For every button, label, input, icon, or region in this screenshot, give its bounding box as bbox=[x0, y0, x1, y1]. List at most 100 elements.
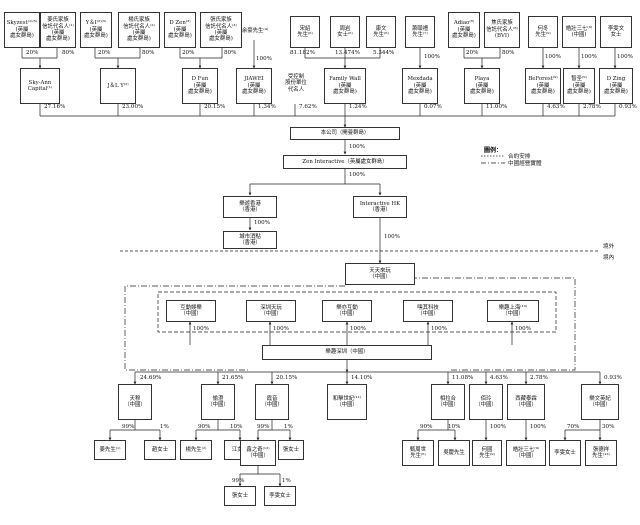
pct-label: 90% bbox=[198, 424, 211, 430]
legend-contractual: 合約安排 bbox=[508, 154, 531, 160]
person-zhang-m: 張德祥 先生⁽¹³⁾ bbox=[585, 440, 617, 466]
entity-jly: J＆L Y⁽²⁾ bbox=[100, 68, 136, 104]
entity-mexdada: Mexdada (英屬 處女群島) bbox=[402, 68, 438, 104]
pct-label: 99% bbox=[257, 424, 270, 430]
entity-jiawei: JIAWEI (英屬 處女群島) bbox=[236, 68, 272, 104]
pct-label: 100% bbox=[530, 424, 546, 430]
pct-label: 99% bbox=[232, 478, 245, 484]
pct-label: 10% bbox=[448, 424, 461, 430]
entity-hao-zhuang: 皓壯三七⁽⁹⁾ (中國) bbox=[562, 16, 596, 48]
pct-label: 20% bbox=[466, 50, 479, 56]
entity-opco-yucheng: 愉澄 （中國） bbox=[201, 384, 235, 420]
pct-label: 2.78% bbox=[530, 375, 548, 381]
pct-label: 14.10% bbox=[351, 375, 373, 381]
pct-label: 100% bbox=[254, 220, 270, 226]
entity-sky-ann: Sky-Ann Capital⁽¹⁾ bbox=[20, 68, 60, 104]
pct-label: 100% bbox=[515, 326, 531, 332]
pct-label: 20.15% bbox=[204, 104, 226, 110]
onshore-label: 境內 bbox=[603, 255, 615, 261]
person-he-dong: 何冬 先生⁽⁹⁾ bbox=[528, 16, 558, 48]
pct-label: 100% bbox=[349, 144, 365, 150]
person-song-shao: 宋紹 先生⁽⁶⁾ bbox=[290, 16, 320, 48]
person-he: 何國 先生⁽⁹⁾ bbox=[472, 440, 502, 466]
person-li-m: 吳慶先生 bbox=[438, 440, 470, 466]
pct-label: 10% bbox=[230, 424, 243, 430]
entity-zhang-trust: 張氏家族 信託代名人⁽³⁾ (英屬 處女群島) bbox=[200, 12, 242, 48]
pct-label: 1.24% bbox=[349, 104, 367, 110]
person-jiang: 姜先生⁽¹⁾ bbox=[94, 440, 126, 460]
entity-wfoe: 天天來玩 （中國） bbox=[345, 263, 415, 285]
pct-label: 70% bbox=[567, 424, 580, 430]
pct-label: 20% bbox=[98, 50, 111, 56]
entity-haozhuang: 皓壯三七⁽⁹⁾ （中國） bbox=[506, 440, 546, 466]
pct-label: 80% bbox=[62, 50, 75, 56]
pct-label: 0.93% bbox=[619, 104, 637, 110]
entity-opco-xiangrong: 相拉合 （中國） bbox=[431, 384, 465, 420]
pct-label: 100% bbox=[349, 172, 365, 178]
pct-label: 100% bbox=[617, 54, 633, 60]
legend-equity: 中國經營實體 bbox=[508, 161, 542, 167]
entity-yang-trust: 楊氏家族 信託代名人⁽²⁾ (英屬 處女群島) bbox=[118, 12, 160, 48]
person-kang-wen: 康文 先生⁽⁶⁾ bbox=[366, 16, 396, 48]
pct-label: 100% bbox=[256, 56, 272, 62]
entity-shenzhen-hub: 樂趣深圳（中國） bbox=[262, 345, 432, 360]
person-zhou-dong: 周岩 女士⁽⁶⁾ bbox=[330, 16, 360, 48]
pct-label: 81.182% bbox=[290, 50, 315, 56]
pct-label: 30% bbox=[602, 424, 615, 430]
entity-playa: Playa (英屬 處女群島) bbox=[464, 68, 500, 104]
pct-label: 13.474% bbox=[335, 50, 360, 56]
pct-label: 100% bbox=[490, 424, 506, 430]
pct-label: 4.63% bbox=[490, 375, 508, 381]
entity-opco-shengwen: 樂文英紀 （中國） bbox=[581, 384, 619, 420]
person-li-f2: 李雯女士 bbox=[264, 486, 296, 506]
entity-opco-kaizhi: 和擊世紀⁽¹¹⁾ （中國） bbox=[327, 384, 367, 420]
pct-label: 27.16% bbox=[44, 104, 66, 110]
entity-skyzest: Skyzest⁽¹⁾⁽⁵⁾ (英屬 處女群島) bbox=[4, 12, 40, 48]
pct-label: 100% bbox=[273, 326, 289, 332]
pct-label: 0.93% bbox=[604, 375, 622, 381]
pct-label: 100% bbox=[384, 234, 400, 240]
person-pan: 甄周世 先生⁽⁶⁾ bbox=[402, 440, 434, 466]
entity-dfun: D Fun (英屬 處女群島) bbox=[182, 68, 218, 104]
entity-zhi-lei: 智圣⁽⁹⁾ (英屬 處女群島) bbox=[563, 68, 595, 104]
pct-label: 90% bbox=[420, 424, 433, 430]
entity-contract-4: 嘿其科技 （中國） bbox=[403, 300, 453, 322]
pct-label: 1.34% bbox=[258, 104, 276, 110]
entity-adiao: Adiao⁽⁸⁾ (英屬 處女群島) bbox=[448, 12, 480, 48]
entity-contract-3: 樂亦互動 （中國） bbox=[322, 300, 372, 322]
pct-label: 100% bbox=[350, 326, 366, 332]
pct-label: 1% bbox=[160, 424, 169, 430]
pct-label: 100% bbox=[545, 54, 561, 60]
entity-opco-tianmu: 天穆 （中國） bbox=[118, 384, 152, 420]
pct-label: 100% bbox=[424, 54, 440, 60]
entity-yandl: Y＆I⁽²⁾⁽⁵⁾ (英屬 處女群島) bbox=[80, 12, 112, 48]
pct-label: 24.69% bbox=[140, 375, 162, 381]
pct-label: 100% bbox=[193, 326, 209, 332]
entity-jiang-trust: 姜氏家族 信託代名人⁽¹⁾ (英屬 處女群島) bbox=[40, 12, 76, 48]
pct-label: 20% bbox=[182, 50, 195, 56]
person-li-xiaopei: 李雯文 女士 bbox=[600, 16, 632, 48]
person-zhang-f: 張女士 bbox=[278, 440, 304, 460]
person-li-f: 李雯女士 bbox=[549, 440, 581, 466]
pct-label: 4.63% bbox=[547, 104, 565, 110]
entity-family-wall: Family Wall (英屬 處女群島) bbox=[324, 68, 366, 104]
offshore-label: 境外 bbox=[603, 244, 615, 250]
pct-label: 1% bbox=[282, 478, 291, 484]
pct-label: 100% bbox=[431, 326, 447, 332]
pct-label: 2.78% bbox=[583, 104, 601, 110]
entity-contract-2: 深圳天玩 （中國） bbox=[246, 300, 296, 322]
entity-opco-xishu: 西藏泰霖 （中國） bbox=[507, 384, 545, 420]
person-zhao: 趙女士 bbox=[144, 440, 176, 460]
pct-label: 80% bbox=[502, 50, 515, 56]
pct-label: 5.344% bbox=[373, 50, 395, 56]
entity-opco-xixiang: 霞音 （中國） bbox=[255, 384, 289, 420]
pct-label: 11.00% bbox=[486, 104, 508, 110]
entity-zen-interactive: Zen Interactive（英屬處女群島） bbox=[283, 155, 407, 169]
entity-beforest: BeForest⁽⁹⁾ (英屬 處女群島) bbox=[525, 68, 561, 104]
entity-interactive-hk: Interactive HK （香港） bbox=[353, 196, 407, 218]
pct-label: 21.65% bbox=[222, 375, 244, 381]
entity-contract-1: 互動娛樂 （中國） bbox=[166, 300, 216, 322]
entity-public: 受控制 股份單位 代名人 bbox=[285, 74, 307, 93]
pct-label: 80% bbox=[224, 50, 237, 56]
